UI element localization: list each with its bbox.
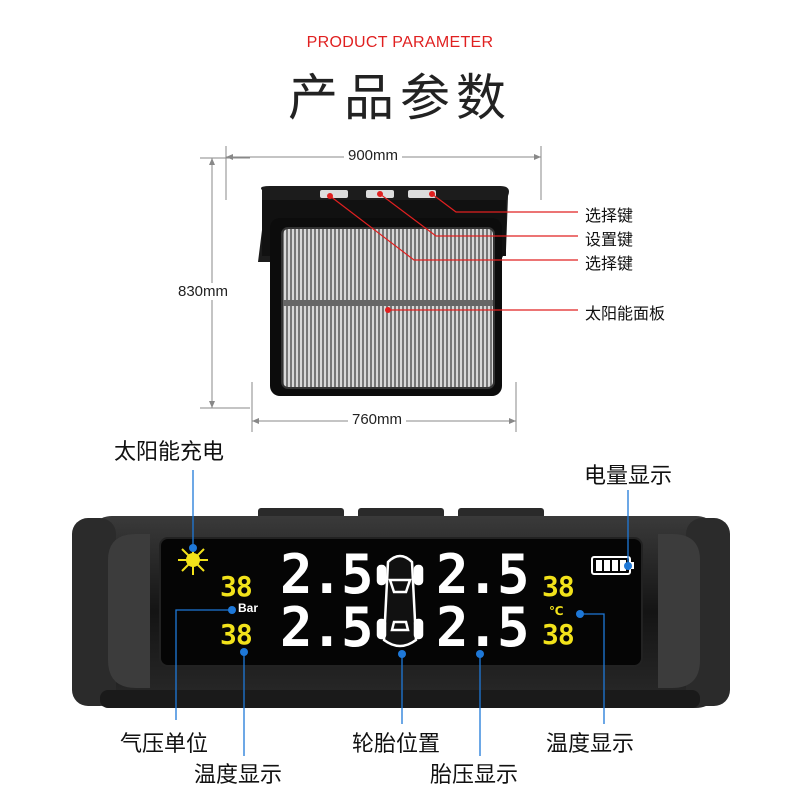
temp-display-right-label: 温度显示 bbox=[546, 732, 635, 757]
top-callout-lines bbox=[329, 193, 578, 311]
height-left-label: 830mm bbox=[174, 283, 233, 300]
pressure-front-right: 2.5 bbox=[436, 543, 530, 606]
width-top-label: 900mm bbox=[344, 147, 403, 164]
callout-dots bbox=[189, 544, 632, 658]
tire-position-label: 轮胎位置 bbox=[352, 732, 441, 757]
select-key-1 bbox=[320, 190, 348, 198]
pressure-rear-right: 2.5 bbox=[436, 596, 530, 659]
select-key-label-1: 选择键 bbox=[585, 206, 634, 225]
pressure-rear-left: 2.5 bbox=[280, 596, 374, 659]
temp-front-right: 38 bbox=[542, 570, 575, 603]
select-key-label-2: 选择键 bbox=[585, 254, 634, 273]
select-key-2 bbox=[408, 190, 436, 198]
top-device bbox=[258, 186, 509, 396]
solar-charging-label: 太阳能充电 bbox=[114, 440, 225, 465]
temp-rear-left: 38 bbox=[220, 618, 253, 651]
temp-display-left-label: 温度显示 bbox=[194, 763, 283, 788]
pressure-unit-text: Bar bbox=[238, 601, 259, 615]
subtitle: PRODUCT PARAMETER bbox=[306, 34, 494, 51]
page-title: 产品参数 bbox=[288, 69, 512, 127]
car-icon bbox=[376, 554, 424, 648]
bottom-callout-lines bbox=[175, 470, 629, 756]
tire-pressure-display-label: 胎压显示 bbox=[430, 763, 519, 788]
pressure-unit-label: 气压单位 bbox=[120, 732, 209, 757]
solar-panel-label: 太阳能面板 bbox=[585, 304, 666, 323]
temp-rear-right: 38 bbox=[542, 618, 575, 651]
sun-icon bbox=[178, 545, 208, 575]
set-key-label: 设置键 bbox=[585, 230, 634, 249]
dimension-arrows bbox=[209, 154, 541, 424]
width-bottom-label: 760mm bbox=[348, 411, 407, 428]
temp-unit-text: ℃ bbox=[549, 604, 564, 618]
temp-front-left: 38 bbox=[220, 570, 253, 603]
pressure-front-left: 2.5 bbox=[280, 543, 374, 606]
battery-display-label: 电量显示 bbox=[584, 464, 673, 489]
